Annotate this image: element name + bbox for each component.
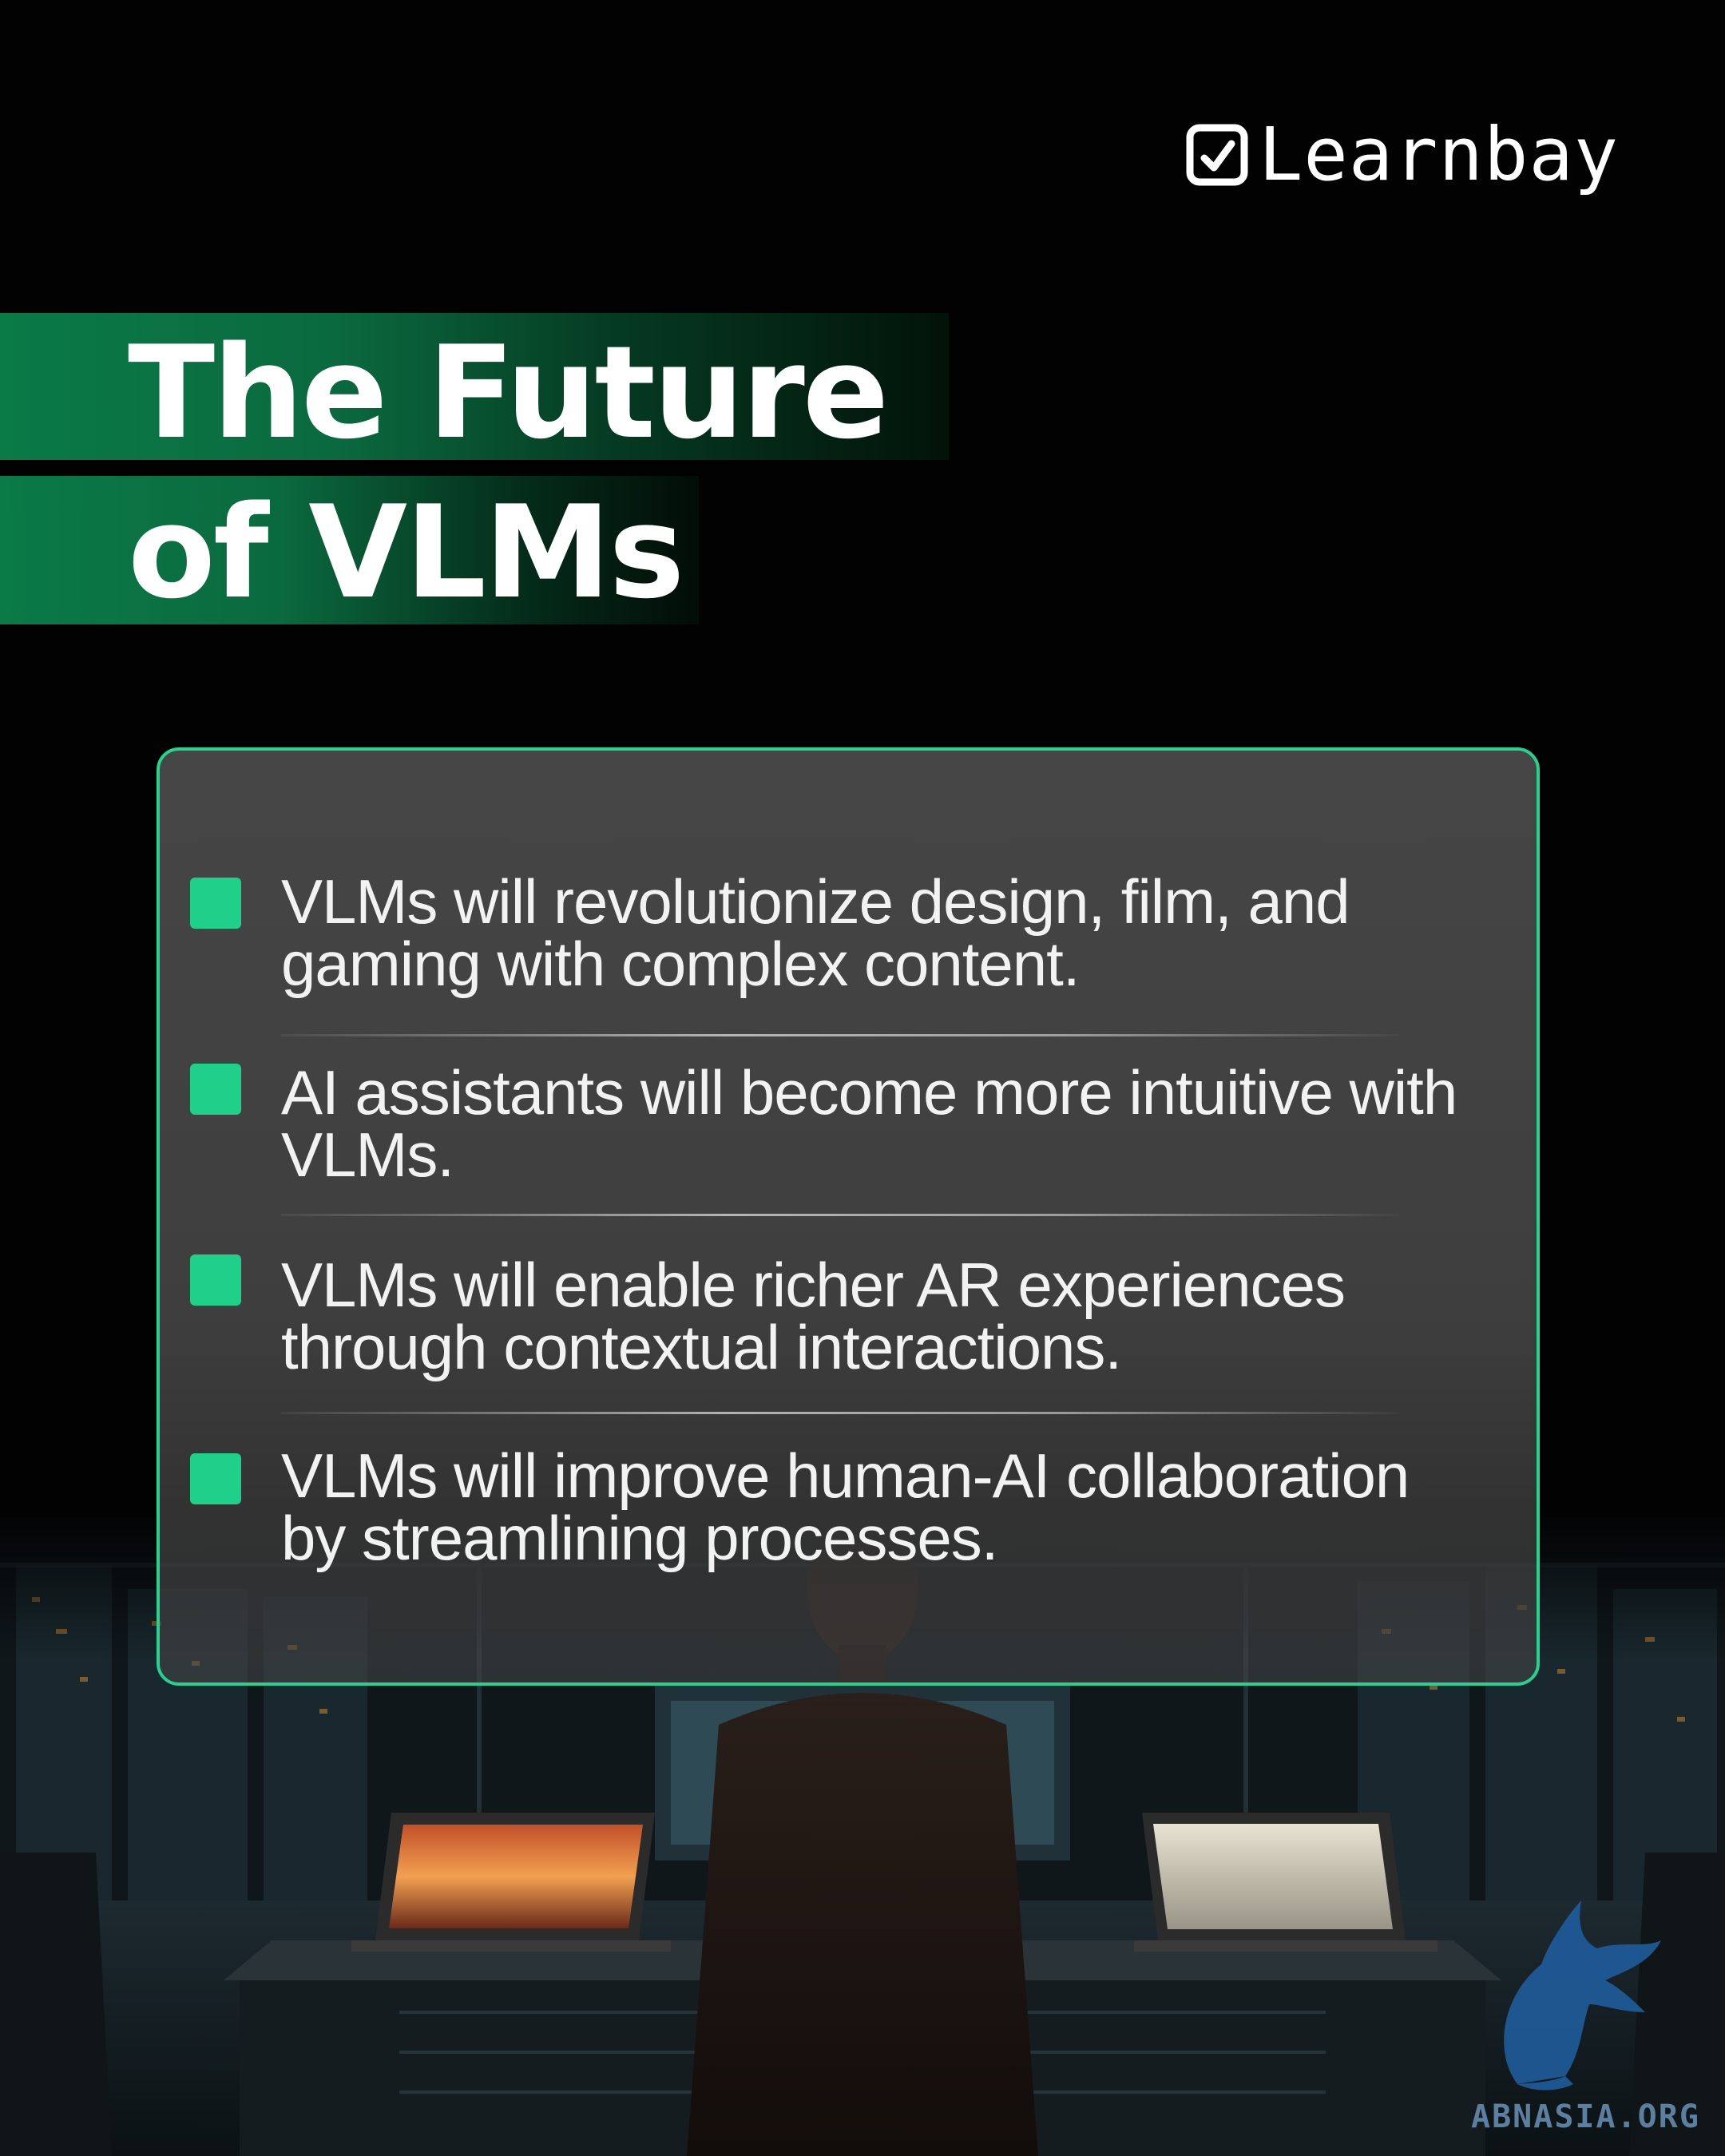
page-title-line-1: The Future (128, 318, 889, 467)
bird-icon (1504, 1900, 1661, 2091)
list-item-line: through contextual interactions. (281, 1312, 1122, 1382)
list-item-line: VLMs will improve human-AI collaboration (281, 1441, 1410, 1511)
list-item-line: VLMs. (281, 1120, 454, 1190)
list-item: VLMs will enable richer AR experiences t… (281, 1254, 1527, 1378)
divider (281, 1214, 1399, 1216)
list-item: VLMs will improve human-AI collaboration… (281, 1445, 1527, 1569)
title-band-1 (0, 313, 949, 460)
bullet-square-icon (190, 1453, 241, 1504)
learnbay-logo-icon (1186, 124, 1248, 186)
list-item-line: by streamlining processes. (281, 1503, 998, 1573)
watermark-text: ABNASIA.ORG (1471, 2099, 1700, 2135)
points-card (157, 747, 1540, 1686)
page-title-line-2: of VLMs (128, 478, 684, 627)
bullet-square-icon (190, 878, 241, 929)
title-band-2 (0, 476, 699, 624)
list-item-line: gaming with complex content. (281, 929, 1081, 999)
brand-logo: Learnbay (1185, 118, 1619, 192)
list-item-line: VLMs will revolutionize design, film, an… (281, 866, 1350, 937)
divider (281, 1034, 1399, 1036)
list-item: VLMs will revolutionize design, film, an… (281, 870, 1527, 995)
brand-name: Learnbay (1259, 112, 1620, 197)
list-item-line: VLMs will enable richer AR experiences (281, 1250, 1346, 1320)
bullet-square-icon (190, 1254, 241, 1306)
bullet-square-icon (190, 1064, 241, 1115)
list-item-line: AI assistants will become more intuitive… (281, 1057, 1457, 1128)
list-item: AI assistants will become more intuitive… (281, 1061, 1527, 1186)
divider (281, 1412, 1399, 1414)
